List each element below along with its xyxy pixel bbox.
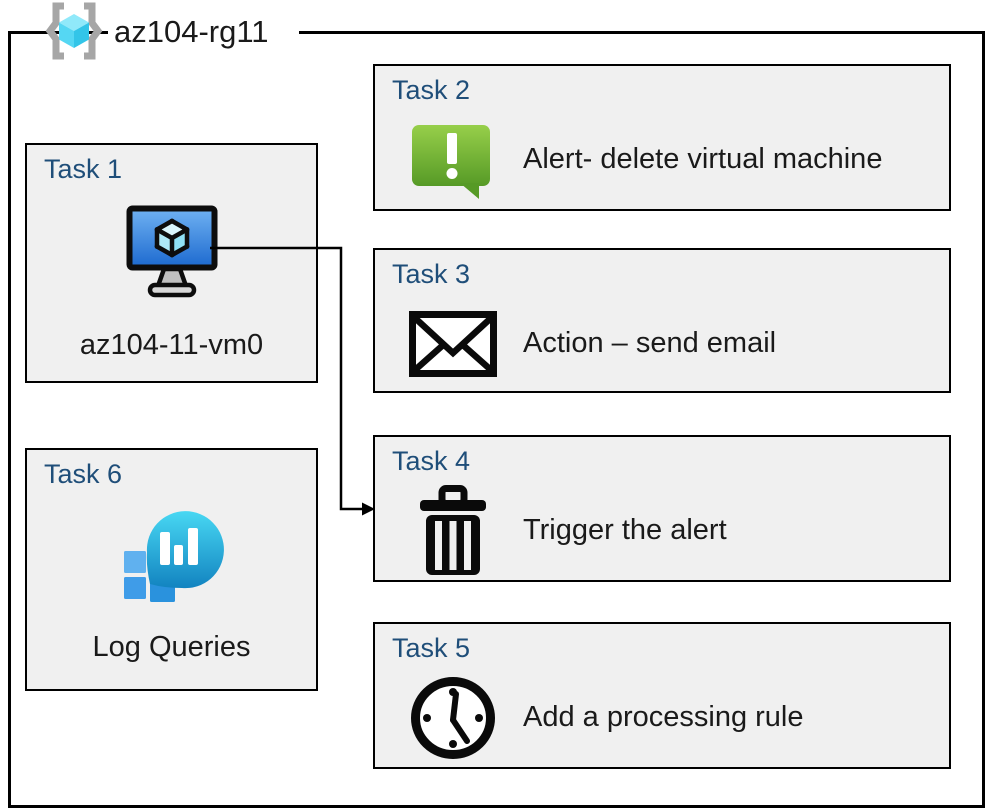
task3-label: Task 3 [392,259,471,289]
task4-content: Trigger the alert [409,481,939,580]
log-analytics-icon [120,504,224,607]
task6-label: Task 6 [44,459,123,489]
task1-label: Task 1 [44,154,123,184]
task5-content: Add a processing rule [409,668,939,767]
task6-content: Log Queries [27,494,316,681]
alert-icon [409,117,497,203]
task1-vm-name: az104-11-vm0 [79,329,264,361]
task3-text: Action – send email [523,327,777,359]
task4-text: Trigger the alert [523,514,727,546]
task6-caption: Log Queries [92,631,251,663]
task2-text: Alert- delete virtual machine [523,143,883,175]
virtual-machine-icon [126,205,218,305]
task5-label: Task 5 [392,633,471,663]
task2-content: Alert- delete virtual machine [409,110,939,209]
resource-group-name: az104-rg11 [108,12,299,52]
task3-box: Task 3 Action – send email [373,248,951,393]
task5-box: Task 5 Add a processing rule [373,622,951,769]
task3-content: Action – send email [409,294,939,393]
task5-text: Add a processing rule [523,701,804,733]
email-icon [409,310,497,377]
task6-box: Task 6 Log Querie [25,448,318,691]
task2-label: Task 2 [392,75,471,105]
clock-icon [409,676,497,759]
trash-icon [409,484,497,577]
task1-box: Task 1 [25,143,318,383]
task1-content: az104-11-vm0 [27,189,316,373]
task4-box: Task 4 Trigger the alert [373,435,951,582]
resource-group-icon [45,2,103,60]
task2-box: Task 2 Alert- delete virtual machine [373,64,951,211]
task4-label: Task 4 [392,446,471,476]
